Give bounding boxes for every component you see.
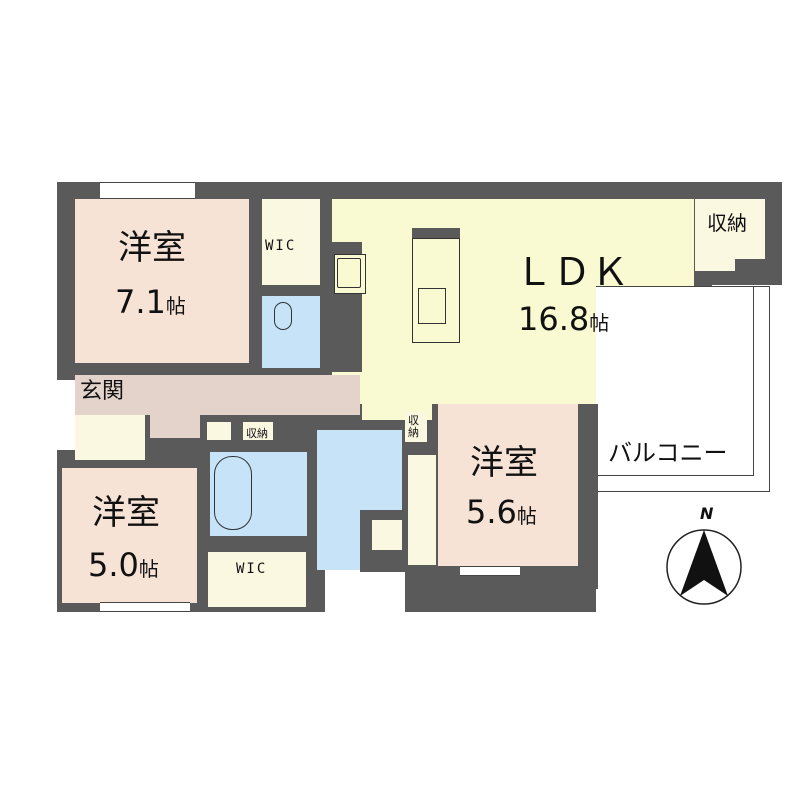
room-label-balcony: バルコニー: [608, 439, 728, 467]
balcony: [596, 286, 770, 492]
kitchen-island: [412, 238, 460, 343]
size-unit: 帖: [165, 294, 186, 318]
compass-icon: [665, 528, 743, 606]
size-unit: 帖: [516, 504, 537, 528]
window-south-west: [100, 602, 190, 612]
room-label-storage-ldk: 収納: [707, 211, 747, 235]
entrance-shoe-storage: [75, 415, 145, 460]
closet-room-5-6: [408, 455, 436, 565]
room-size-western-3: 5.6帖: [466, 493, 537, 531]
island-wall: [412, 228, 460, 238]
room-label-storage-hall: 収納: [246, 427, 268, 440]
toilet-bowl-icon: [274, 302, 292, 330]
size-value: 5.6: [466, 493, 517, 531]
western-room-5-6: [438, 404, 578, 566]
exterior-cutout-bottom-mid: [325, 570, 405, 620]
wic-bottom: [208, 552, 306, 607]
size-value: 5.0: [88, 546, 139, 584]
hallway-lower: [150, 410, 200, 438]
hallway: [75, 375, 360, 415]
window-north-west: [100, 182, 195, 199]
size-value: 7.1: [115, 283, 166, 321]
size-value: 16.8: [518, 300, 590, 338]
bathtub-icon: [214, 456, 252, 530]
stove-icon: [337, 258, 361, 288]
room-label-ldk: ＬＤＫ: [515, 250, 630, 294]
room-label-wic-1: WIC: [265, 238, 297, 254]
size-unit: 帖: [138, 557, 159, 581]
room-size-western-2: 5.0帖: [88, 546, 159, 584]
room-label-western-2: 洋室: [92, 493, 160, 533]
washroom-storage: [372, 520, 402, 550]
storage-hall-1: [207, 422, 231, 440]
room-size-ldk: 16.8帖: [518, 300, 610, 338]
balcony-inner: [596, 286, 754, 476]
western-room-7-1: [75, 199, 249, 363]
compass-north-label: N: [700, 504, 714, 523]
room-label-entrance: 玄関: [80, 379, 125, 404]
storage-hall-2: [243, 422, 273, 440]
storage-small: [405, 412, 427, 442]
room-label-western-3: 洋室: [470, 443, 538, 483]
window-south-room-5-6: [460, 566, 520, 576]
balcony-wall: [578, 404, 598, 589]
room-size-western-1: 7.1帖: [115, 283, 186, 321]
storage-ldk: [695, 199, 765, 259]
storage-ldk-lower: [695, 259, 735, 271]
room-label-wic-2: WIC: [236, 561, 268, 577]
room-label-storage-small: 収 納: [408, 414, 419, 440]
wic-top: [262, 199, 320, 285]
western-room-5-0: [62, 468, 197, 603]
exterior-cutout-left: [40, 380, 75, 450]
sink-icon: [418, 288, 446, 324]
size-unit: 帖: [589, 311, 610, 335]
room-label-western-1: 洋室: [118, 228, 186, 268]
